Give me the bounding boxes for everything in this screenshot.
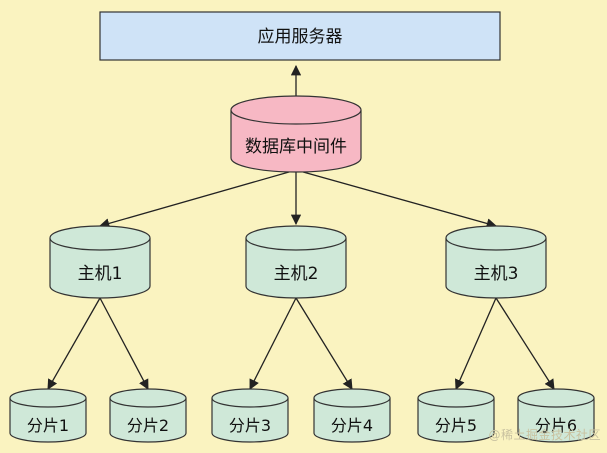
host-cylinder-body [445, 238, 547, 299]
app-server-box [99, 11, 501, 61]
shard-label: 分片3 [229, 416, 271, 435]
middleware-node: 数据库中间件 [230, 95, 362, 173]
host-cylinder-body [245, 238, 347, 299]
shard-label: 分片6 [535, 416, 577, 435]
middleware-cylinder-body [230, 110, 362, 173]
edge-host3-shard6 [495, 297, 555, 390]
edge-host1-shard2 [99, 297, 149, 390]
host-cylinder-top [445, 225, 547, 251]
host-cylinder-body [49, 238, 151, 299]
shard-node-5: 分片5 [417, 388, 495, 443]
host-label: 主机2 [274, 264, 319, 284]
shard-node-4: 分片4 [313, 388, 391, 443]
edge-middleware-host3 [295, 169, 498, 229]
shard-node-3: 分片3 [211, 388, 289, 443]
shard-cylinder-body [517, 398, 595, 443]
shard-cylinder-body [417, 398, 495, 443]
edge-host2-shard4 [295, 297, 353, 390]
shard-cylinder-top [313, 388, 391, 408]
shard-label: 分片4 [331, 416, 373, 435]
host-label: 主机1 [78, 264, 123, 284]
shard-label: 分片5 [435, 416, 477, 435]
host-node-3: 主机3 [445, 225, 547, 299]
shard-cylinder-top [517, 388, 595, 408]
shard-cylinder-body [9, 398, 87, 443]
shard-node-6: 分片6 [517, 388, 595, 443]
shard-label: 分片1 [27, 416, 69, 435]
app-server-node: 应用服务器 [99, 11, 501, 61]
shard-cylinder-top [109, 388, 187, 408]
shard-cylinder-top [9, 388, 87, 408]
host-cylinder-top [49, 225, 151, 251]
host-cylinder-top [245, 225, 347, 251]
watermark-text: @稀土掘金技术社区 [488, 428, 601, 442]
edge-host1-shard1 [47, 297, 101, 390]
edge-middleware-host1 [99, 169, 297, 229]
connectors [47, 64, 555, 390]
middleware-cylinder-top [230, 95, 362, 125]
host-node-2: 主机2 [245, 225, 347, 299]
shard-cylinder-body [211, 398, 289, 443]
middleware-label: 数据库中间件 [245, 137, 347, 157]
shard-node-2: 分片2 [109, 388, 187, 443]
shard-cylinder-top [211, 388, 289, 408]
edge-host2-shard3 [249, 297, 297, 390]
shard-cylinder-top [417, 388, 495, 408]
shard-label: 分片2 [127, 416, 169, 435]
shard-node-1: 分片1 [9, 388, 87, 443]
shard-cylinder-body [313, 398, 391, 443]
host-node-1: 主机1 [49, 225, 151, 299]
app-server-label: 应用服务器 [258, 27, 343, 47]
host-label: 主机3 [474, 264, 519, 284]
edge-host3-shard5 [455, 297, 497, 390]
shard-cylinder-body [109, 398, 187, 443]
